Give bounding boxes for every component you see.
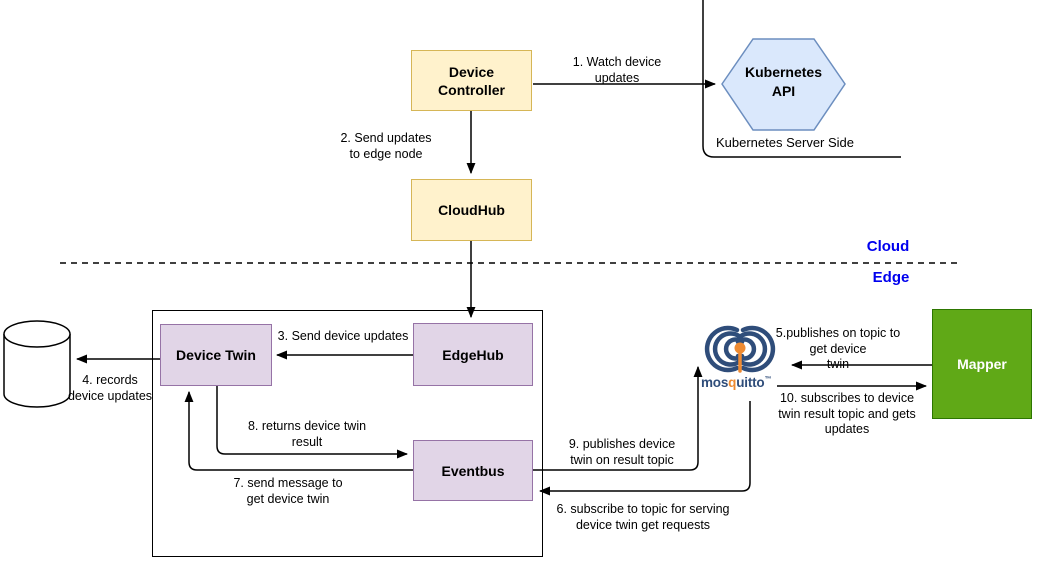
eventbus-label: Eventbus bbox=[441, 462, 505, 479]
edge-label-2: 2. Send updates to edge node bbox=[340, 131, 432, 161]
edge-label-10: 10. subscribes to device twin result top… bbox=[778, 391, 916, 436]
device-controller-label: Device Controller bbox=[438, 63, 505, 98]
node-mapper: Mapper bbox=[932, 309, 1032, 419]
edgehub-label: EdgeHub bbox=[442, 346, 504, 363]
cloudhub-label: CloudHub bbox=[438, 202, 505, 218]
mapper-label: Mapper bbox=[957, 356, 1007, 372]
device-twin-label: Device Twin bbox=[176, 347, 256, 363]
node-eventbus: Eventbus bbox=[413, 440, 533, 501]
edge-label-3: 3. Send device updates bbox=[277, 329, 409, 343]
zone-label-cloud: Cloud bbox=[866, 238, 910, 255]
edge-label-1: 1. Watch device updates bbox=[572, 55, 662, 85]
edge-label-9: 9. publishes device twin on result topic bbox=[568, 437, 676, 467]
mosquitto-wordmark-q: q bbox=[728, 375, 737, 390]
zone-label-edge: Edge bbox=[872, 269, 910, 286]
mosquitto-wings-icon bbox=[704, 325, 776, 373]
node-device-controller: Device Controller bbox=[411, 50, 532, 111]
trademark-symbol: ™ bbox=[764, 376, 772, 383]
node-cloudhub: CloudHub bbox=[411, 179, 532, 241]
kubernetes-server-side-label: Kubernetes Server Side bbox=[715, 135, 855, 150]
mosquitto-wordmark: mosquitto™ bbox=[701, 375, 771, 390]
mosquitto-wordmark-post: uitto bbox=[736, 375, 765, 390]
edge-label-4: 4. records device updates bbox=[67, 373, 153, 403]
mosquitto-wordmark-pre: mos bbox=[701, 375, 729, 390]
node-device-twin: Device Twin bbox=[160, 324, 272, 386]
kubernetes-api-label: Kubernetes API bbox=[744, 64, 823, 99]
edge-label-7: 7. send message to get device twin bbox=[233, 476, 343, 506]
edge-label-5: 5.publishes on topic to get device twin bbox=[775, 326, 901, 371]
edge-label-8: 8. returns device twin result bbox=[247, 419, 367, 449]
node-edgehub: EdgeHub bbox=[413, 323, 533, 386]
edge-label-6: 6. subscribe to topic for serving device… bbox=[556, 502, 730, 532]
